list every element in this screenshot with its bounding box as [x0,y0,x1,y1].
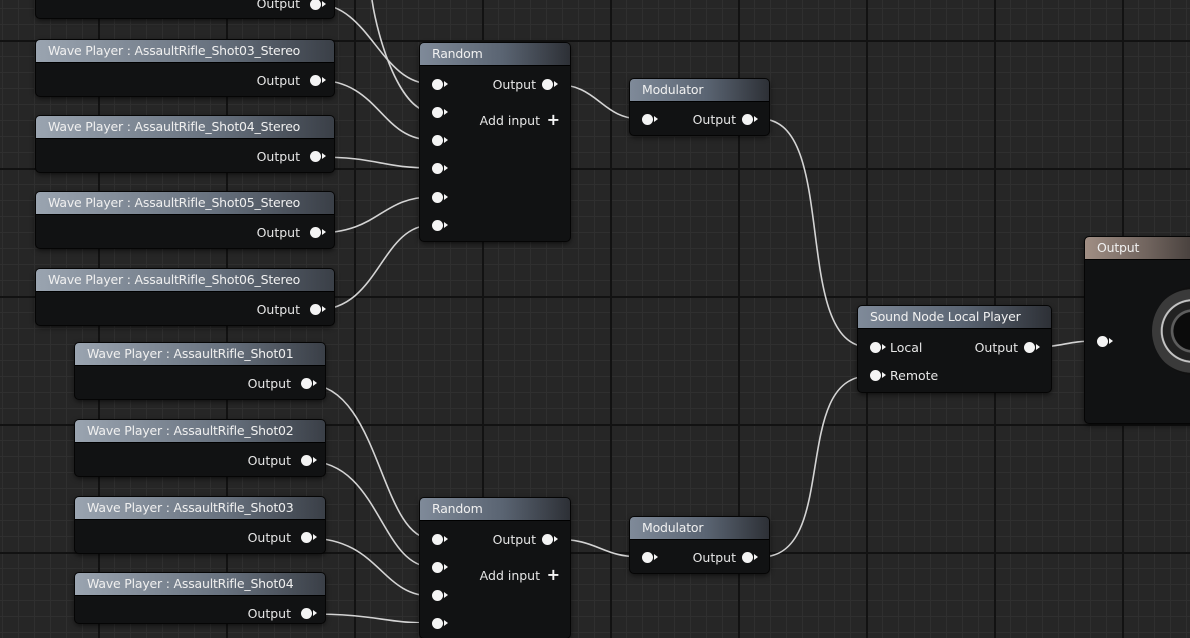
output-pin[interactable] [742,552,758,563]
input-pin[interactable] [432,562,448,573]
wire [306,383,433,540]
output-label: Output [256,73,300,88]
node-title: Wave Player : AssaultRifle_Shot04_Stereo [36,116,334,139]
output-pin[interactable] [310,151,326,162]
output-pin[interactable] [542,79,558,90]
output-pin[interactable] [310,304,326,315]
wire [760,118,870,348]
input-pin[interactable] [432,534,448,545]
wave-player-node-top-3[interactable]: Wave Player : AssaultRifle_Shot05_Stereo… [36,192,334,248]
output-pin[interactable] [301,608,317,619]
output-label: Output [492,532,536,547]
local-player-node[interactable]: Sound Node Local Player Local Remote Out… [858,306,1051,392]
output-pin[interactable] [310,0,326,10]
input-pin[interactable] [1097,336,1113,347]
remote-input-pin[interactable] [870,370,886,381]
modulator-node-bottom[interactable]: Modulator Output [630,517,769,573]
output-label: Output [256,149,300,164]
output-label: Output [247,453,291,468]
output-label: Output [256,0,300,11]
wave-player-node-bottom-0[interactable]: Wave Player : AssaultRifle_Shot01 Output [75,343,325,399]
output-label: Output [974,340,1018,355]
node-title: Wave Player : AssaultRifle_Shot02 [75,420,325,443]
input-pin[interactable] [432,618,448,629]
output-pin[interactable] [301,532,317,543]
wave-player-node-bottom-1[interactable]: Wave Player : AssaultRifle_Shot02 Output [75,420,325,476]
wave-player-node-bottom-3[interactable]: Wave Player : AssaultRifle_Shot04 Output [75,573,325,623]
input-pin[interactable] [432,220,448,231]
node-title: Wave Player : AssaultRifle_Shot04 [75,573,325,596]
wave-player-node-bottom-2[interactable]: Wave Player : AssaultRifle_Shot03 Output [75,497,325,553]
wave-player-node-top-2[interactable]: Wave Player : AssaultRifle_Shot04_Stereo… [36,116,334,172]
node-title: Modulator [630,79,769,102]
node-title: Wave Player : AssaultRifle_Shot05_Stereo [36,192,334,215]
local-label: Local [890,340,923,355]
input-pin[interactable] [642,552,658,563]
output-label: Output [256,302,300,317]
wire [306,460,433,568]
output-label: Output [247,606,291,621]
wave-player-node-top-4[interactable]: Wave Player : AssaultRifle_Shot06_Stereo… [36,269,334,325]
node-title: Wave Player : AssaultRifle_Shot03_Stereo [36,40,334,63]
node-title: Wave Player : AssaultRifle_Shot01 [75,343,325,366]
wave-player-node-top-0[interactable]: Output [36,0,334,18]
node-title: Wave Player : AssaultRifle_Shot03 [75,497,325,520]
input-pin[interactable] [432,163,448,174]
node-title: Modulator [630,517,769,540]
input-pin[interactable] [432,107,448,118]
wire [306,537,433,597]
node-title: Random [420,43,570,66]
output-pin[interactable] [1024,342,1040,353]
plus-icon[interactable]: + [546,110,560,129]
output-pin[interactable] [301,455,317,466]
random-node-top[interactable]: Random Output Add input + [420,43,570,241]
node-title: Wave Player : AssaultRifle_Shot06_Stereo [36,269,334,292]
plus-icon[interactable]: + [546,565,560,584]
random-node-bottom[interactable]: Random Output Add input + [420,498,570,638]
local-input-pin[interactable] [870,342,886,353]
input-pin[interactable] [642,114,658,125]
add-input-label[interactable]: Add input [479,113,540,128]
add-input-label[interactable]: Add input [479,568,540,583]
input-pin[interactable] [432,135,448,146]
remote-label: Remote [890,368,939,383]
output-label: Output [247,376,291,391]
output-label: Output [256,225,300,240]
output-pin[interactable] [742,114,758,125]
output-label: Output [247,530,291,545]
input-pin[interactable] [432,192,448,203]
output-pin[interactable] [310,75,326,86]
wave-player-node-top-1[interactable]: Wave Player : AssaultRifle_Shot03_Stereo… [36,40,334,96]
node-title: Random [420,498,570,521]
wire [760,375,870,558]
node-title: Sound Node Local Player [858,306,1051,329]
output-label: Output [692,550,736,565]
output-pin[interactable] [310,227,326,238]
input-pin[interactable] [432,590,448,601]
output-pin[interactable] [542,534,558,545]
input-pin[interactable] [432,79,448,90]
output-label: Output [492,77,536,92]
output-label: Output [692,112,736,127]
wire [306,613,433,623]
output-pin[interactable] [301,378,317,389]
node-title: Output [1085,237,1190,260]
modulator-node-top[interactable]: Modulator Output [630,79,769,135]
